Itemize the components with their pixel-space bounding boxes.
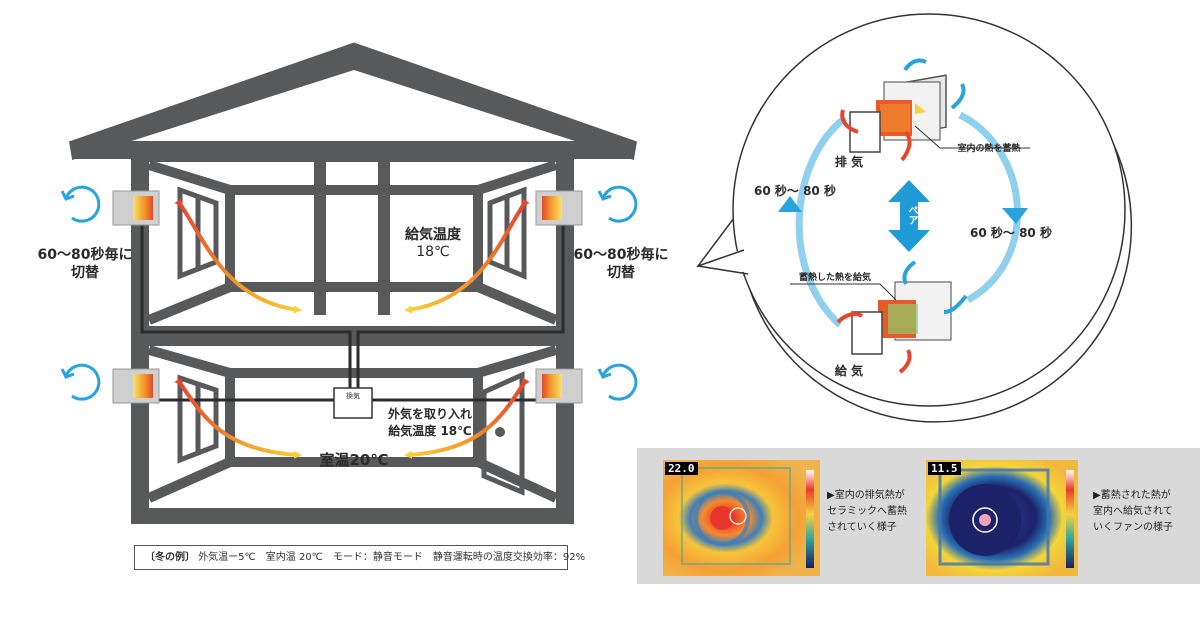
airflow-arrow-lower-left (174, 377, 302, 459)
airflow-arrow-upper-right (404, 198, 530, 314)
exhaust-label: 排 気 (834, 155, 864, 169)
thermal-caption-2: ▶蓄熱された熱が 室内へ給気されて いくファンの様子 (1093, 488, 1173, 536)
vent-unit-lower-right (535, 368, 583, 404)
right-cycle-label-1: 60〜80秒毎に (573, 247, 669, 263)
supply-temp-label-1: 給気温度 (405, 227, 461, 243)
cycle-icon-lower-right (597, 363, 638, 401)
pair-label: ペア (906, 205, 917, 225)
note-title: 〔冬の例〕 (145, 552, 195, 563)
thermal-temp-2: 11.5 (928, 462, 961, 475)
thermal-caption-1: ▶室内の排気熱が セラミックへ蓄熱 されていく様子 (827, 488, 907, 536)
right-interval-label: 60 秒〜 80 秒 (970, 226, 1052, 240)
vent-unit-upper-right (535, 190, 583, 226)
rotation-arc-left (778, 115, 848, 328)
note-text: 外気温ー5℃ 室内温 20℃ モード：静音モード 静音運転時の温度交換効率：92… (198, 552, 586, 563)
thermal-temp-1: 22.0 (665, 462, 698, 475)
controller (333, 387, 373, 419)
room-temp-label: 室温20℃ (319, 451, 389, 469)
supply-device (851, 281, 952, 355)
right-cycle-label-2: 切替 (607, 265, 635, 281)
supply-temp-label-2: 18℃ (416, 244, 450, 260)
left-cycle-label-1: 60〜80秒毎に (37, 247, 133, 263)
cycle-icon-upper-left (60, 185, 101, 223)
airflow-arrow-upper-left (174, 198, 302, 314)
supply-label: 給 気 (834, 364, 864, 378)
vent-unit-lower-left (112, 368, 160, 404)
airflow-arrow-lower-right (404, 377, 530, 459)
exhaust-device (849, 74, 947, 153)
intake-label-1: 外気を取り入れ (387, 407, 472, 421)
device-flow-arrows (836, 58, 968, 374)
winter-example-note: 〔冬の例〕 外気温ー5℃ 室内温 20℃ モード：静音モード 静音運転時の温度交… (134, 545, 585, 570)
thermal-caption-1-line-1: ▶室内の排気熱が (827, 490, 905, 501)
store-heat-label: 室内の熱を蓄熱 (957, 144, 1021, 154)
thermal-caption-1-line-2: セラミックへ蓄熱 (827, 506, 907, 517)
controller-text: 換気 (346, 392, 360, 400)
thermal-caption-2-line-3: いくファンの様子 (1093, 522, 1173, 533)
supply-heat-label: 蓄熱した熱を給気 (798, 273, 871, 283)
left-cycle-label-2: 切替 (71, 265, 99, 281)
thermal-caption-2-line-1: ▶蓄熱された熱が (1093, 490, 1171, 501)
leader-lines (790, 125, 1030, 301)
vent-unit-upper-left (112, 190, 160, 226)
thermal-caption-2-line-2: 室内へ給気されて (1093, 506, 1173, 517)
intake-label-2: 給気温度 18℃ (388, 424, 472, 438)
thermal-caption-1-line-3: されていく様子 (827, 522, 897, 533)
cycle-icon-upper-right (597, 185, 638, 223)
left-interval-label: 60 秒〜 80 秒 (754, 184, 836, 198)
pair-arrow (888, 180, 930, 252)
rotation-arc-right (958, 111, 1028, 304)
cycle-icon-lower-left (60, 363, 101, 401)
